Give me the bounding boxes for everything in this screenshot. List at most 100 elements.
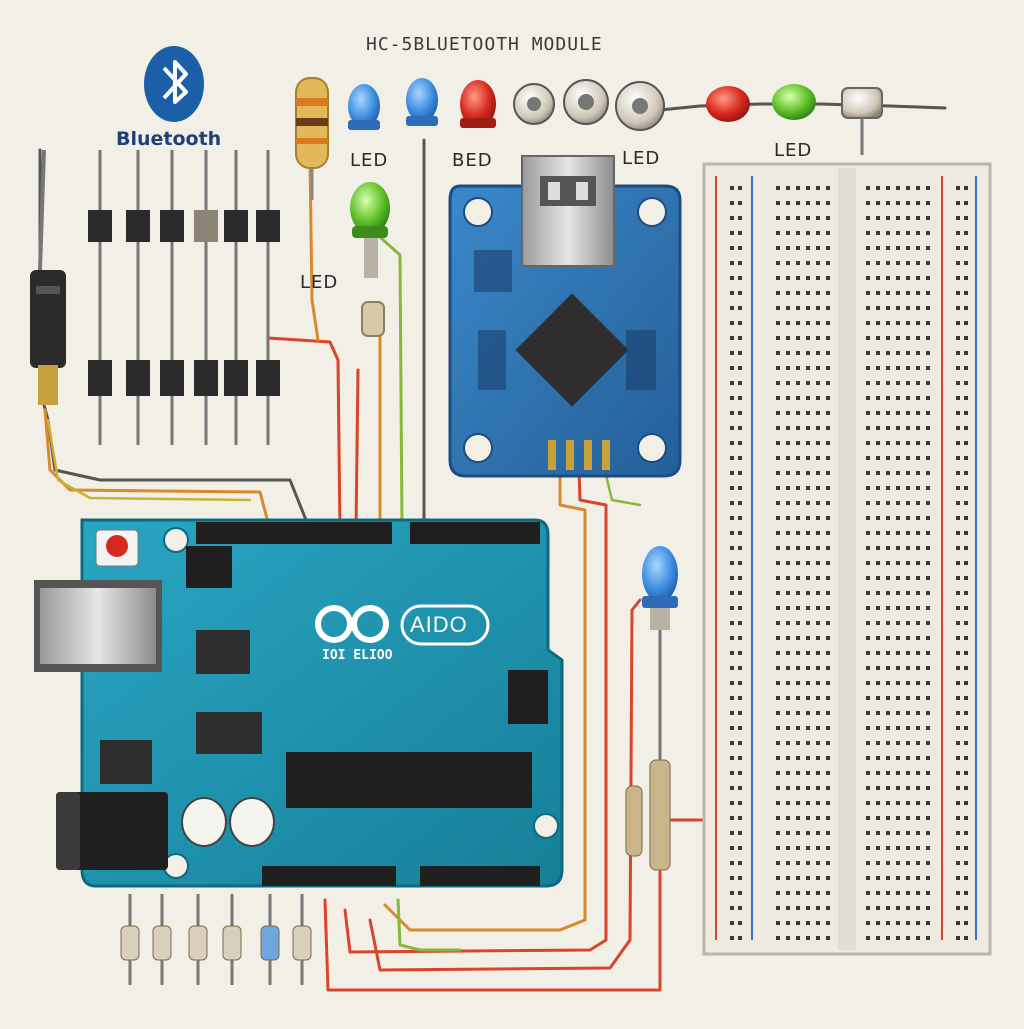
breadboard-hole	[826, 471, 830, 475]
breadboard-hole	[926, 681, 930, 685]
breadboard-hole	[730, 336, 734, 340]
breadboard-hole	[886, 231, 890, 235]
breadboard-hole	[826, 186, 830, 190]
breadboard-hole	[806, 831, 810, 835]
breadboard-hole	[956, 651, 960, 655]
breadboard-hole	[730, 246, 734, 250]
breadboard-hole	[906, 546, 910, 550]
breadboard-hole	[796, 816, 800, 820]
breadboard-hole	[806, 876, 810, 880]
breadboard-hole	[806, 501, 810, 505]
breadboard-hole	[886, 456, 890, 460]
breadboard-hole	[806, 441, 810, 445]
breadboard-hole	[964, 936, 968, 940]
breadboard-hole	[786, 711, 790, 715]
breadboard-hole	[896, 201, 900, 205]
breadboard-hole	[916, 456, 920, 460]
small-chip-1	[196, 630, 250, 674]
breadboard-hole	[956, 696, 960, 700]
breadboard-hole	[896, 321, 900, 325]
breadboard-hole	[964, 381, 968, 385]
breadboard-hole	[876, 741, 880, 745]
breadboard-hole	[730, 351, 734, 355]
breadboard-hole	[886, 486, 890, 490]
breadboard-hole	[730, 516, 734, 520]
breadboard-hole	[896, 606, 900, 610]
breadboard-hole	[738, 681, 742, 685]
breadboard-hole	[906, 936, 910, 940]
breadboard-hole	[786, 861, 790, 865]
breadboard-hole	[896, 426, 900, 430]
breadboard-hole	[916, 651, 920, 655]
breadboard-hole	[730, 621, 734, 625]
breadboard-hole	[886, 471, 890, 475]
breadboard-hole	[796, 591, 800, 595]
breadboard-hole	[926, 726, 930, 730]
breadboard-hole	[826, 456, 830, 460]
breadboard-hole	[964, 396, 968, 400]
breadboard-hole	[738, 456, 742, 460]
breadboard-hole	[786, 546, 790, 550]
breadboard-hole	[738, 756, 742, 760]
breadboard-hole	[906, 906, 910, 910]
breadboard-hole	[806, 336, 810, 340]
breadboard-hole	[826, 486, 830, 490]
breadboard-hole	[786, 231, 790, 235]
breadboard-hole	[816, 321, 820, 325]
breadboard-hole	[730, 201, 734, 205]
breadboard-hole	[866, 561, 870, 565]
breadboard-hole	[816, 246, 820, 250]
breadboard-hole	[816, 831, 820, 835]
breadboard-hole	[816, 666, 820, 670]
breadboard-hole	[906, 921, 910, 925]
wire-red-top	[266, 336, 342, 532]
breadboard-hole	[956, 846, 960, 850]
breadboard-hole	[776, 441, 780, 445]
breadboard-hole	[956, 246, 960, 250]
breadboard-hole	[738, 846, 742, 850]
breadboard-hole	[956, 831, 960, 835]
breadboard-hole	[826, 771, 830, 775]
breadboard-hole	[876, 411, 880, 415]
breadboard-hole	[796, 861, 800, 865]
breadboard-hole	[906, 576, 910, 580]
breadboard-hole	[886, 186, 890, 190]
breadboard-hole	[730, 486, 734, 490]
breadboard-hole	[956, 261, 960, 265]
breadboard-hole	[806, 816, 810, 820]
jumper-pin	[160, 150, 184, 445]
breadboard-hole	[964, 891, 968, 895]
breadboard-hole	[926, 276, 930, 280]
bluetooth-logo	[144, 46, 204, 122]
breadboard-hole	[896, 186, 900, 190]
breadboard-hole	[826, 246, 830, 250]
breadboard-hole	[816, 276, 820, 280]
breadboard-hole	[906, 351, 910, 355]
breadboard-hole	[796, 891, 800, 895]
breadboard-hole	[796, 741, 800, 745]
breadboard-hole	[896, 891, 900, 895]
breadboard-hole	[896, 846, 900, 850]
breadboard-hole	[956, 201, 960, 205]
breadboard-hole	[796, 186, 800, 190]
breadboard-hole	[876, 651, 880, 655]
breadboard-hole	[886, 921, 890, 925]
breadboard-hole	[956, 891, 960, 895]
breadboard-hole	[876, 471, 880, 475]
breadboard-hole	[796, 696, 800, 700]
breadboard-hole	[964, 786, 968, 790]
breadboard-hole	[816, 846, 820, 850]
breadboard-hole	[796, 711, 800, 715]
capacitor-1	[513, 83, 555, 125]
breadboard-hole	[816, 291, 820, 295]
breadboard-hole	[906, 711, 910, 715]
breadboard-hole	[886, 816, 890, 820]
breadboard-hole	[826, 441, 830, 445]
breadboard-hole	[816, 891, 820, 895]
breadboard-hole	[866, 756, 870, 760]
breadboard-hole	[926, 651, 930, 655]
breadboard-hole	[866, 621, 870, 625]
breadboard-hole	[738, 531, 742, 535]
breadboard-hole	[738, 321, 742, 325]
